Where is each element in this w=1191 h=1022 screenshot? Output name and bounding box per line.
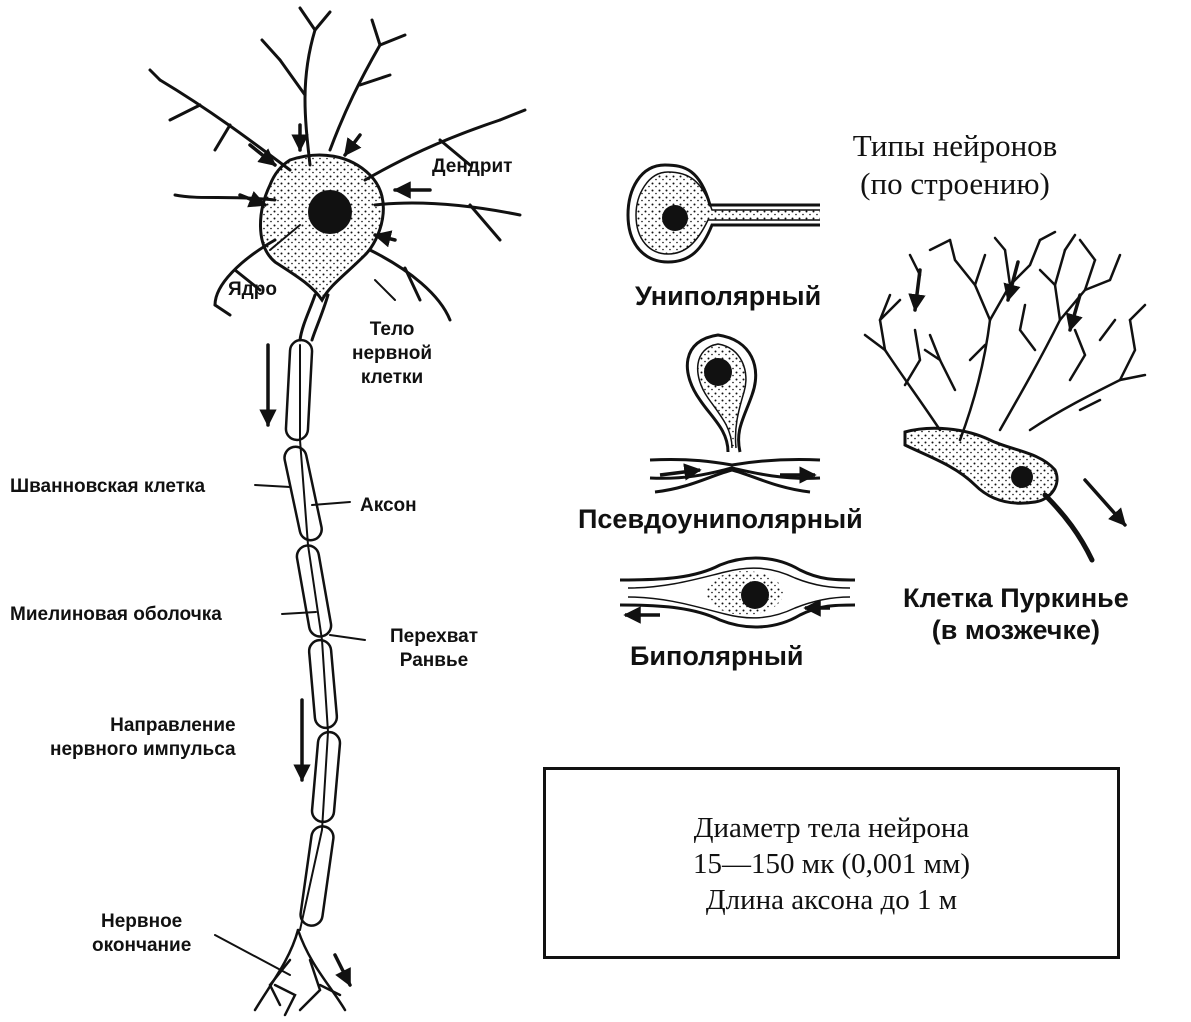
label-impulse-direction: Направление нервного импульса [50, 714, 236, 762]
purkinje-cell [865, 232, 1145, 560]
label-cell-body: Тело нервной клетки [352, 318, 432, 390]
label-dendrite: Дендрит [432, 155, 512, 179]
info-box-text: Диаметр тела нейрона 15—150 мк (0,001 мм… [546, 810, 1117, 918]
label-ranvier-node: Перехват Ранвье [390, 625, 478, 673]
nucleus [308, 190, 352, 234]
purkinje-dendritic-tree [865, 232, 1145, 440]
label-pseudounipolar: Псевдоуниполярный [578, 503, 863, 535]
pseudounipolar-neuron [650, 335, 820, 492]
label-purkinje: Клетка Пуркинье (в мозжечке) [903, 582, 1129, 646]
label-nerve-ending: Нервное окончание [92, 910, 191, 958]
label-axon: Аксон [360, 494, 417, 518]
label-schwann-cell: Шванновская клетка [10, 475, 205, 499]
types-title: Типы нейронов (по строению) [790, 127, 1120, 203]
axon-core [300, 345, 328, 930]
purkinje-soma [905, 428, 1057, 503]
nerve-ending-branches [255, 930, 345, 1015]
info-line-body-diameter: Диаметр тела нейрона [546, 810, 1117, 846]
info-line-axon-length: Длина аксона до 1 м [546, 882, 1117, 918]
label-bipolar: Биполярный [630, 640, 804, 672]
label-myelin-sheath: Миелиновая оболочка [10, 603, 222, 627]
info-box: Диаметр тела нейрона 15—150 мк (0,001 мм… [543, 767, 1120, 959]
bipolar-neuron [620, 558, 855, 627]
label-nucleus: Ядро [228, 278, 277, 302]
myelin-segments [282, 339, 340, 927]
info-line-diameter-range: 15—150 мк (0,001 мм) [546, 846, 1117, 882]
label-unipolar: Униполярный [635, 280, 821, 312]
